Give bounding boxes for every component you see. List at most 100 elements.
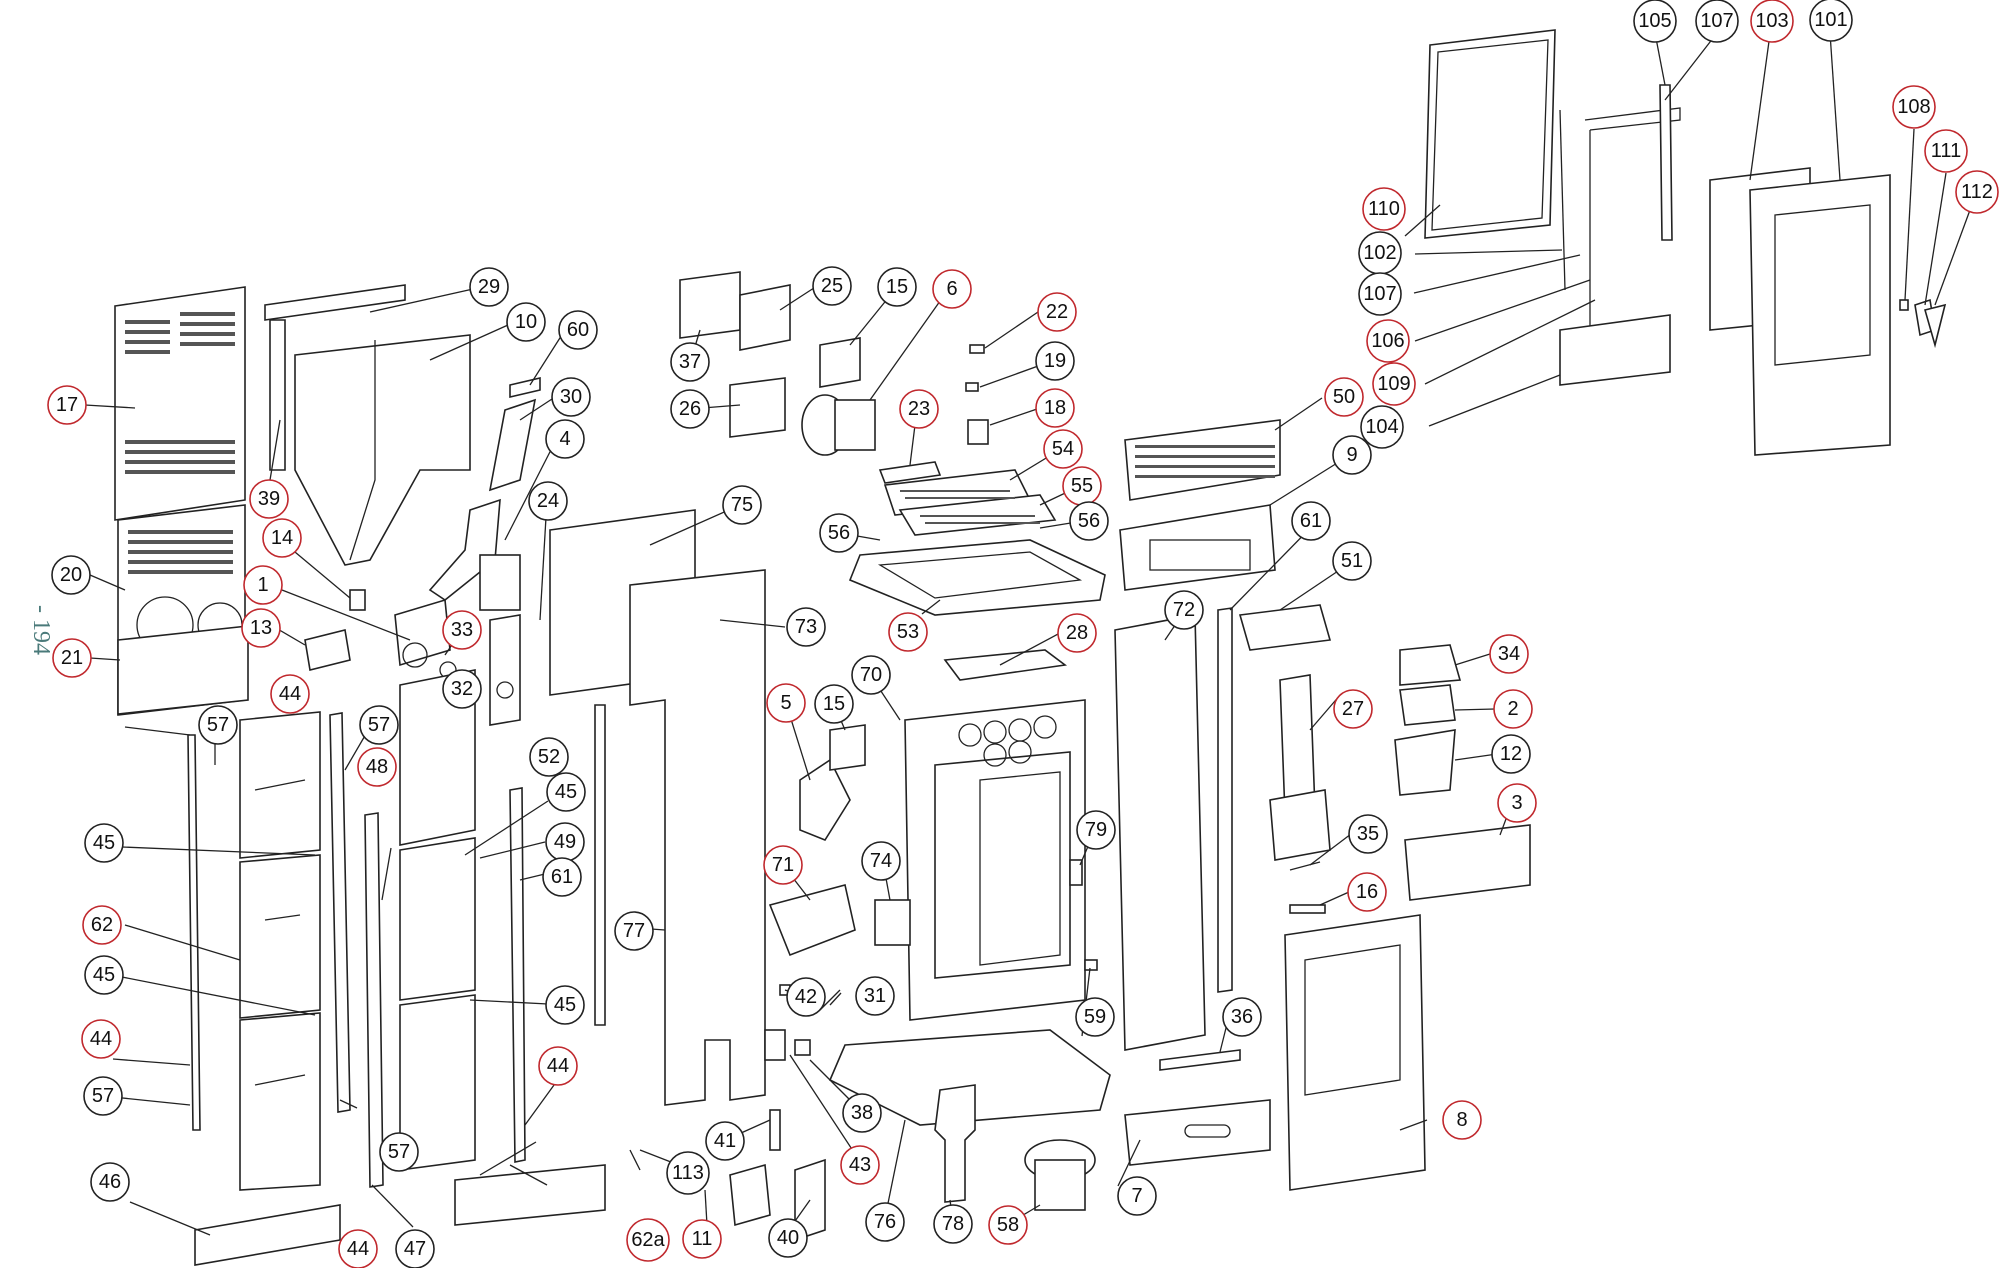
callout-circle (814, 684, 854, 724)
callout-circle (1695, 0, 1739, 43)
callout-number: 49 (554, 831, 576, 853)
callout-p76: 76 (865, 1202, 905, 1242)
callout-p62a: 62a (626, 1218, 670, 1262)
callout-p18: 18 (1035, 388, 1075, 428)
callout-circle (262, 518, 302, 558)
callout-p16: 16 (1347, 872, 1387, 912)
callout-number: 108 (1897, 96, 1930, 118)
callout-number: 37 (679, 351, 701, 373)
callout-circle (768, 1218, 808, 1258)
callout-circle (1291, 501, 1331, 541)
part-drawings (114, 29, 1947, 1266)
callout-number: 15 (886, 276, 908, 298)
callout-number: 5 (780, 692, 791, 714)
callout-p22: 22 (1037, 292, 1077, 332)
callout-circle (357, 747, 397, 787)
callout-circle (1892, 85, 1936, 129)
callout-p23: 23 (899, 389, 939, 429)
callout-p50: 50 (1324, 377, 1364, 417)
callout-number: 74 (870, 850, 892, 872)
callout-p105: 105 (1633, 0, 1677, 43)
callout-p59: 59 (1075, 997, 1115, 1037)
callout-p44c: 44 (538, 1046, 578, 1086)
callout-number: 4 (559, 428, 570, 450)
callout-p29: 29 (469, 267, 509, 307)
callout-p51: 51 (1332, 541, 1372, 581)
callout-circle (545, 985, 585, 1025)
callout-p32: 32 (442, 669, 482, 709)
callout-number: 104 (1365, 416, 1398, 438)
callout-number: 45 (554, 994, 576, 1016)
callout-circle (1372, 362, 1416, 406)
callout-number: 44 (90, 1028, 112, 1050)
callout-p113: 113 (666, 1151, 710, 1195)
callout-p14: 14 (262, 518, 302, 558)
callout-p74: 74 (861, 841, 901, 881)
callout-number: 13 (250, 617, 272, 639)
callout-p1: 1 (243, 565, 283, 605)
callout-number: 44 (279, 683, 301, 705)
callout-circle (888, 612, 928, 652)
callout-p108: 108 (1892, 85, 1936, 129)
callout-circle (1035, 341, 1075, 381)
callout-circle (705, 1121, 745, 1161)
callout-number: 50 (1333, 386, 1355, 408)
callout-number: 57 (207, 714, 229, 736)
callout-circle (682, 1219, 722, 1259)
callout-p73: 73 (786, 607, 826, 647)
callout-circle (1069, 501, 1109, 541)
callout-number: 41 (714, 1130, 736, 1152)
callout-number: 53 (897, 621, 919, 643)
callout-p17: 17 (47, 385, 87, 425)
callout-circle (506, 302, 546, 342)
page-number: - 194 (14, 605, 54, 685)
callout-number: 77 (623, 920, 645, 942)
callout-number: 109 (1377, 373, 1410, 395)
callout-number: 44 (347, 1238, 369, 1260)
callout-circle (1076, 810, 1116, 850)
callout-number: 102 (1363, 242, 1396, 264)
callout-p55: 55 (1062, 466, 1102, 506)
callout-p53: 53 (888, 612, 928, 652)
callout-number: 59 (1084, 1006, 1106, 1028)
callout-p111: 111 (1924, 129, 1968, 173)
callout-p8: 8 (1442, 1100, 1482, 1140)
callout-number: 15 (823, 693, 845, 715)
callout-number: 57 (92, 1085, 114, 1107)
callout-circle (538, 1046, 578, 1086)
callout-p52: 52 (529, 737, 569, 777)
callout-p75: 75 (722, 485, 762, 525)
callout-circle (558, 310, 598, 350)
callout-circle (241, 608, 281, 648)
callout-number: 17 (56, 394, 78, 416)
callout-p11: 11 (682, 1219, 722, 1259)
callout-number: 18 (1044, 397, 1066, 419)
callout-circle (840, 1145, 880, 1185)
callout-p110: 110 (1362, 187, 1406, 231)
callout-p47: 47 (395, 1229, 435, 1268)
callout-number: 62 (91, 914, 113, 936)
callout-number: 22 (1046, 301, 1068, 323)
callout-p61b: 61 (542, 857, 582, 897)
callout-p28: 28 (1057, 613, 1097, 653)
callout-circle (722, 485, 762, 525)
callout-number: 3 (1511, 792, 1522, 814)
callout-p34: 34 (1489, 634, 1529, 674)
callout-p24: 24 (528, 481, 568, 521)
callout-p54: 54 (1043, 429, 1083, 469)
callout-p70: 70 (851, 655, 891, 695)
callout-number: 10 (515, 311, 537, 333)
callout-p112: 112 (1955, 170, 1999, 214)
callout-number: 30 (560, 386, 582, 408)
callout-circle (1750, 0, 1794, 43)
callout-circle (1362, 187, 1406, 231)
callout-number: 42 (795, 986, 817, 1008)
callout-circle (542, 857, 582, 897)
callout-circle (851, 655, 891, 695)
callout-circle (819, 513, 859, 553)
callout-number: 25 (821, 275, 843, 297)
callout-p77: 77 (614, 911, 654, 951)
callout-circle (1955, 170, 1999, 214)
callout-circle (670, 389, 710, 429)
callout-number: 9 (1346, 444, 1357, 466)
